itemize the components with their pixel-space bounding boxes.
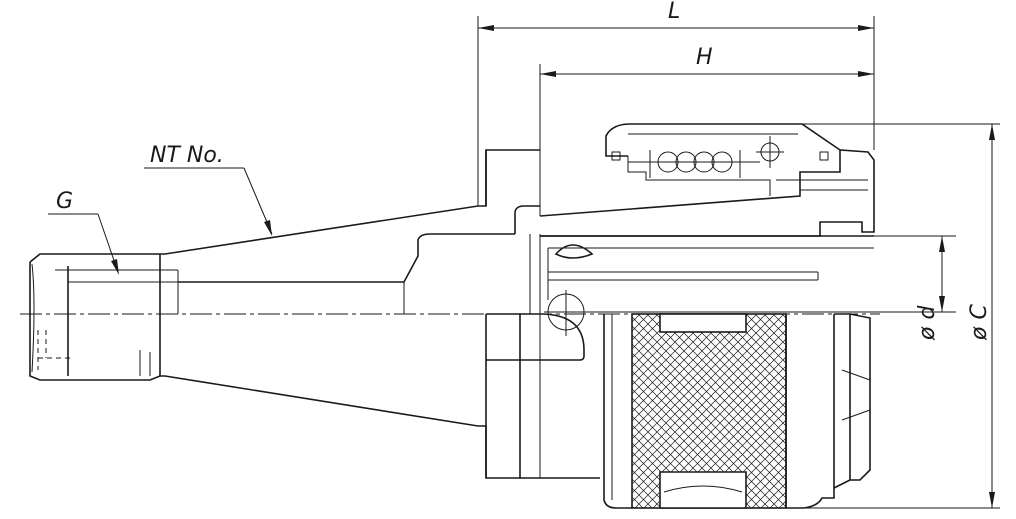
dimension-phi-d: ø d — [820, 235, 956, 341]
label-l: L — [668, 0, 680, 24]
dimension-h: H — [539, 45, 875, 216]
dimension-l: L — [477, 0, 875, 206]
dimension-phi-c: ø C — [802, 123, 1000, 509]
label-nt-no: NT No. — [150, 143, 224, 168]
knurled-nut — [603, 313, 871, 509]
tang-end — [29, 253, 179, 381]
label-phi-c: ø C — [967, 304, 992, 341]
label-phi-d: ø d — [915, 305, 940, 341]
label-h: H — [696, 45, 713, 70]
taper-shank — [160, 149, 600, 479]
leader-nt-no: NT No. — [144, 143, 273, 236]
nut-body — [539, 123, 875, 336]
label-g: G — [56, 189, 73, 214]
leader-g: G — [48, 189, 119, 275]
